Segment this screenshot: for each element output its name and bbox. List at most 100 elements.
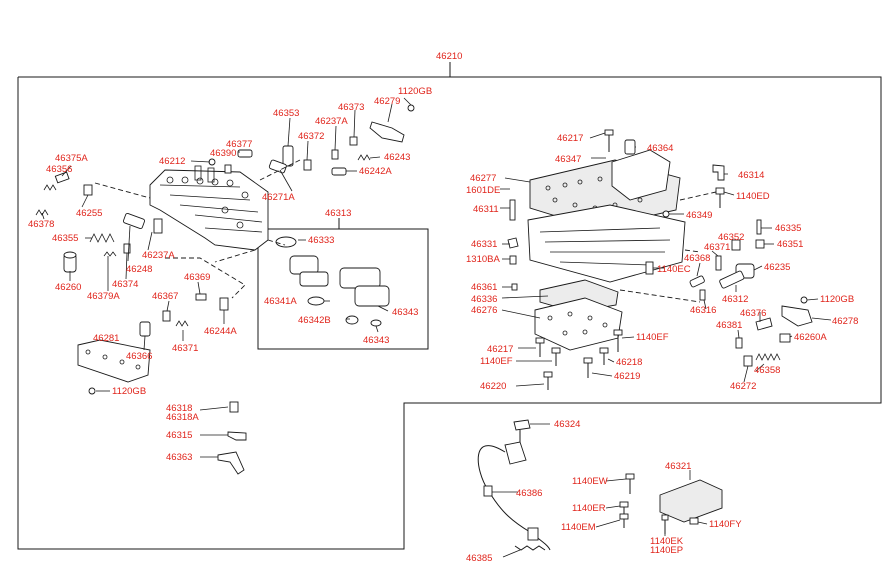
label-46217-top: 46217 xyxy=(557,133,583,144)
label-46352: 46352 xyxy=(718,232,744,243)
label-1140ER: 1140ER xyxy=(572,503,606,514)
label-46255: 46255 xyxy=(76,208,102,219)
label-46381: 46381 xyxy=(716,320,742,331)
label-46331: 46331 xyxy=(471,239,497,250)
label-46371: 46371 xyxy=(172,343,198,354)
left-small-parts xyxy=(35,104,415,337)
label-46217-bottom: 46217 xyxy=(487,344,513,355)
label-46272: 46272 xyxy=(730,381,756,392)
label-1120GB-right: 1120GB xyxy=(820,294,854,305)
label-46321: 46321 xyxy=(665,461,691,472)
label-46279: 46279 xyxy=(374,96,400,107)
label-46369: 46369 xyxy=(184,272,210,283)
label-46335: 46335 xyxy=(775,223,801,234)
label-46349: 46349 xyxy=(686,210,712,221)
label-46353: 46353 xyxy=(273,108,299,119)
label-1140EF-left: 1140EF xyxy=(480,356,513,367)
label-46372: 46372 xyxy=(298,131,324,142)
label-46342B: 46342B xyxy=(298,315,331,326)
assembly-frame: 46210 xyxy=(17,51,882,550)
label-46377: 46377 xyxy=(226,139,252,150)
solenoid-subassembly-frame xyxy=(257,218,429,350)
label-46318A: 46318A xyxy=(166,412,199,423)
label-46358: 46358 xyxy=(754,365,780,376)
label-46218: 46218 xyxy=(616,357,642,368)
label-1140EP: 1140EP xyxy=(650,545,683,556)
label-46315: 46315 xyxy=(166,430,192,441)
label-46271A: 46271A xyxy=(262,192,295,203)
label-1140EW: 1140EW xyxy=(572,476,608,487)
label-46385: 46385 xyxy=(466,553,492,564)
label-1140EF-right: 1140EF xyxy=(636,332,669,343)
upper-valve-body xyxy=(149,165,269,251)
label-46355: 46355 xyxy=(52,233,78,244)
label-46244A: 46244A xyxy=(204,326,237,337)
label-46379A: 46379A xyxy=(87,291,120,302)
label-46386: 46386 xyxy=(516,488,542,499)
lower-valve-body xyxy=(507,129,686,390)
label-46237A: 46237A xyxy=(142,250,175,261)
label-1601DE: 1601DE xyxy=(466,185,500,196)
label-1120GB-bottom: 1120GB xyxy=(112,386,146,397)
label-46347: 46347 xyxy=(555,154,581,165)
label-46374: 46374 xyxy=(112,279,138,290)
label-46260A: 46260A xyxy=(794,332,827,343)
label-46366: 46366 xyxy=(126,351,152,362)
label-46371-right: 46371 xyxy=(704,242,730,253)
label-1140ED: 1140ED xyxy=(736,191,770,202)
label-46368: 46368 xyxy=(684,253,710,264)
assembly-number-label: 46210 xyxy=(436,51,462,62)
label-46248: 46248 xyxy=(126,264,152,275)
label-46237A-top: 46237A xyxy=(315,116,348,127)
label-46324: 46324 xyxy=(554,419,580,430)
label-46219: 46219 xyxy=(614,371,640,382)
label-1120GB-top: 1120GB xyxy=(398,86,432,97)
label-46277: 46277 xyxy=(470,173,496,184)
label-46316: 46316 xyxy=(690,305,716,316)
right-leader-lines xyxy=(500,132,832,387)
label-46336: 46336 xyxy=(471,294,497,305)
label-46311: 46311 xyxy=(473,204,499,215)
right-small-parts xyxy=(689,164,813,367)
label-46373: 46373 xyxy=(338,102,364,113)
label-46314: 46314 xyxy=(738,170,764,181)
wiring-harness xyxy=(477,419,551,558)
label-46364: 46364 xyxy=(647,143,673,154)
label-1310BA: 1310BA xyxy=(466,254,500,265)
left-leader-lines xyxy=(41,97,412,392)
cover-and-bolts xyxy=(595,470,723,536)
bracket-parts-left xyxy=(199,401,247,475)
label-46260: 46260 xyxy=(55,282,81,293)
label-46356: 46356 xyxy=(46,164,72,175)
label-46378: 46378 xyxy=(28,219,54,230)
part-labels: 1120GB 46279 46373 46237A 46353 46372 46… xyxy=(28,86,858,564)
label-46390: 46390 xyxy=(210,148,236,159)
label-46341A: 46341A xyxy=(264,296,297,307)
label-46235: 46235 xyxy=(764,262,790,273)
label-46242A: 46242A xyxy=(359,166,392,177)
label-46367: 46367 xyxy=(152,291,178,302)
label-46220: 46220 xyxy=(480,381,506,392)
label-46351: 46351 xyxy=(777,239,803,250)
separator-plate-46281 xyxy=(77,339,151,395)
label-1140EC: 1140EC xyxy=(657,264,691,275)
label-46312: 46312 xyxy=(722,294,748,305)
label-46281: 46281 xyxy=(93,333,119,344)
label-46376: 46376 xyxy=(740,308,766,319)
label-46333: 46333 xyxy=(308,235,334,246)
label-46343-b: 46343 xyxy=(363,335,389,346)
label-46313: 46313 xyxy=(325,208,351,219)
label-46212: 46212 xyxy=(159,156,185,167)
solenoid-parts xyxy=(275,236,390,327)
label-46343-a: 46343 xyxy=(392,307,418,318)
label-1140EK: 1140EK xyxy=(650,536,684,547)
label-1140EM: 1140EM xyxy=(561,522,596,533)
label-46318: 46318 xyxy=(166,403,192,414)
label-46361: 46361 xyxy=(471,282,497,293)
label-46363: 46363 xyxy=(166,452,192,463)
label-46243: 46243 xyxy=(384,152,410,163)
label-46276: 46276 xyxy=(471,305,497,316)
label-46375A: 46375A xyxy=(55,153,88,164)
label-1140FY: 1140FY xyxy=(709,519,742,530)
